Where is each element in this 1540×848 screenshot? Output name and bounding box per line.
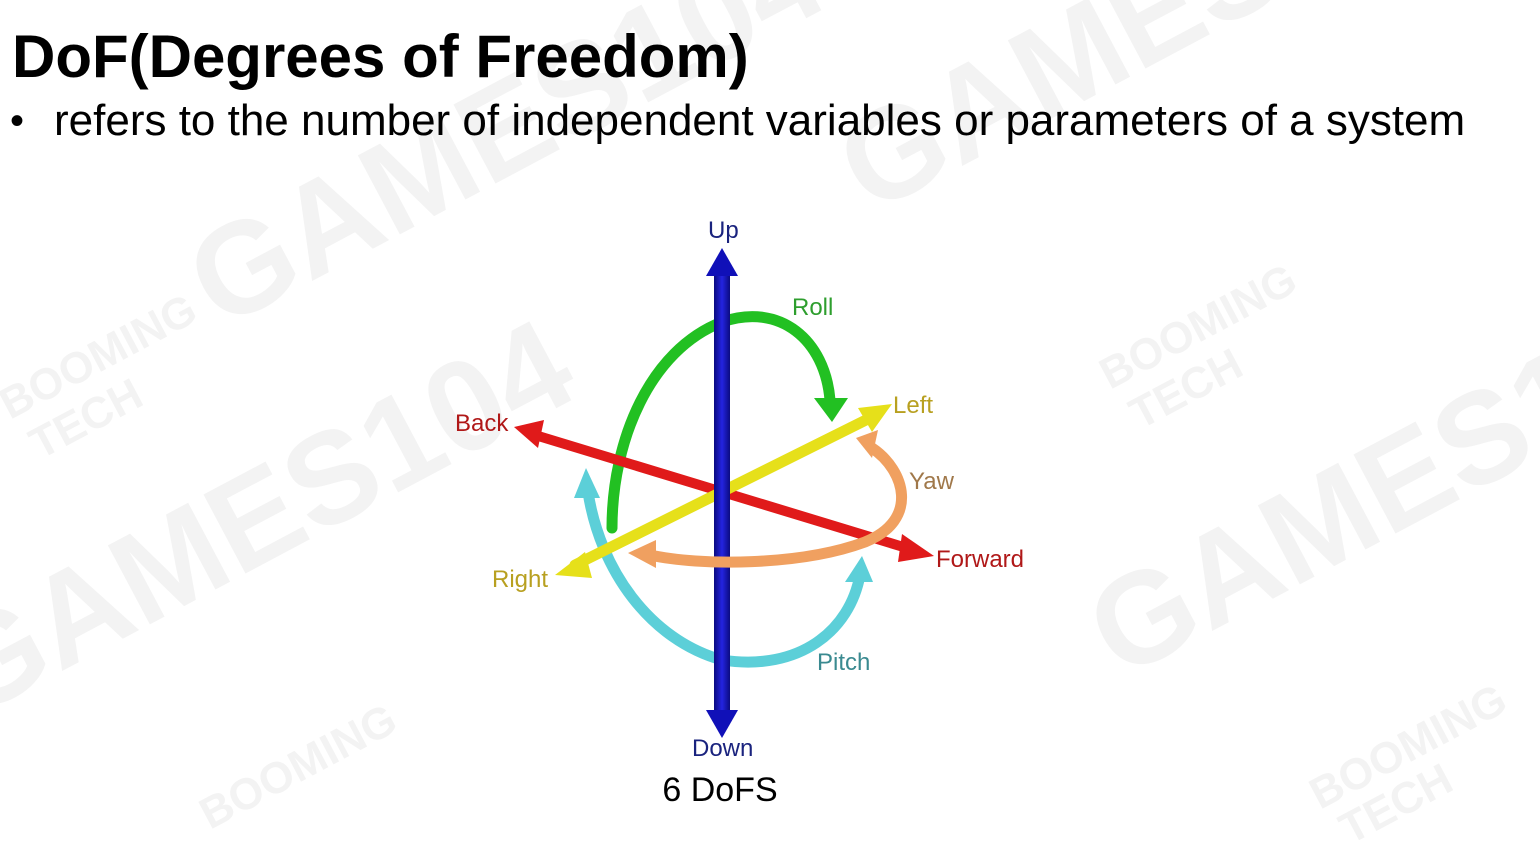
up-arrow-head: [706, 248, 738, 276]
roll-arrow-head: [814, 398, 848, 422]
down-arrow-head: [706, 710, 738, 738]
diagram-caption: 6 DoFS: [662, 771, 778, 809]
label-yaw: Yaw: [909, 468, 955, 495]
right-arrow-head: [555, 552, 592, 578]
label-back: Back: [455, 410, 509, 437]
label-down: Down: [692, 735, 753, 762]
label-up: Up: [708, 217, 739, 244]
yaw-arrow-head-left: [628, 540, 656, 568]
pitch-arrow-head-right: [845, 556, 873, 582]
slide-title: DoF(Degrees of Freedom): [12, 23, 749, 90]
bullet-text: refers to the number of independent vari…: [54, 96, 1466, 145]
up-down-axis: [706, 248, 738, 738]
back-arrow-head: [514, 420, 544, 448]
bullet-item: • refers to the number of independent va…: [10, 94, 1465, 148]
left-arrow-head: [858, 404, 892, 432]
yaw-arrow-path: [644, 442, 908, 568]
bullet-dot: •: [10, 98, 25, 143]
label-pitch: Pitch: [817, 649, 870, 676]
label-forward: Forward: [936, 546, 1024, 573]
pitch-arrow-head-top: [574, 468, 600, 498]
yaw-arrow-head-top: [856, 430, 878, 458]
yaw-arrow: [628, 430, 908, 568]
label-roll: Roll: [792, 294, 833, 321]
up-down-axis-shaft: [714, 272, 730, 712]
forward-arrow-head: [898, 534, 934, 562]
label-right: Right: [492, 566, 548, 593]
label-left: Left: [893, 392, 933, 419]
